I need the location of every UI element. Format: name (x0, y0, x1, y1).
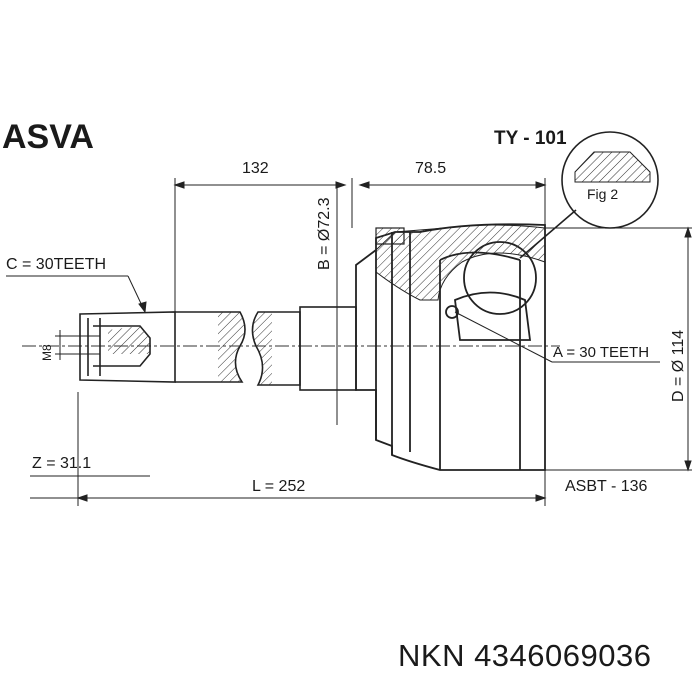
z-value-label: Z = 31.1 (32, 455, 92, 472)
brand-logo-text: ASVA (2, 118, 94, 156)
c-teeth-label: C = 30TEETH (6, 256, 107, 273)
thread-label: M8 (40, 344, 54, 361)
shaft-hatch-mid (218, 312, 245, 382)
b-diameter-label: B = Ø72.3 (316, 197, 333, 271)
part-code: TY - 101 (494, 128, 567, 149)
shaft-hatch-right (252, 312, 272, 385)
d-diameter-label: D = Ø 114 (670, 329, 687, 402)
dimension-78-5: 78.5 (415, 160, 447, 177)
dimension-132: 132 (242, 160, 269, 177)
dimension-lines (6, 178, 692, 506)
abs-ring-label: ASBT - 136 (565, 478, 648, 495)
length-label: L = 252 (252, 478, 306, 495)
boot-clamp (375, 227, 405, 245)
fig2-label: Fig 2 (587, 186, 619, 202)
housing-hatch (375, 224, 546, 301)
a-teeth-label: A = 30 TEETH (553, 344, 650, 361)
fig2-callout (519, 131, 659, 259)
fig2-hatch (574, 151, 651, 183)
shaft-hatch-left (108, 326, 150, 354)
footer-caption: NKN 4346069036 (398, 638, 652, 673)
